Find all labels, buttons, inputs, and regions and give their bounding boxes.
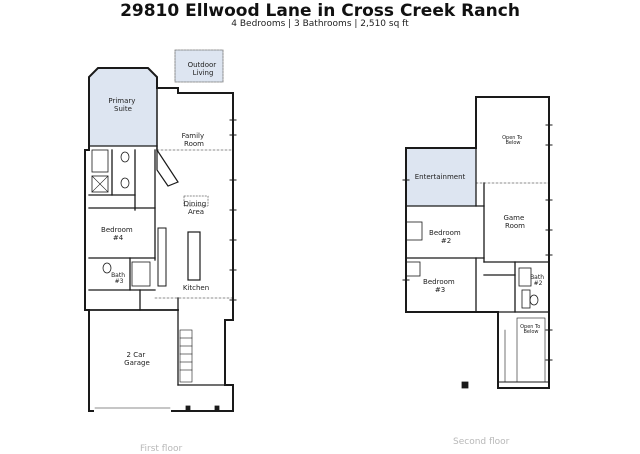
- bedroom4-label: Bedroom #4: [101, 226, 135, 242]
- outdoor-living-fill: [175, 50, 223, 82]
- open-to-below-stair-label: Open To Below: [520, 324, 542, 335]
- bath3-label: Bath #3: [111, 272, 127, 285]
- first-floor-interior-walls: [88, 145, 234, 386]
- primary-suite-label: Primary Suite: [108, 97, 137, 113]
- second-floor-windows: [402, 124, 553, 361]
- bedroom3-label: Bedroom #3: [423, 278, 457, 294]
- page-title: 29810 Ellwood Lane in Cross Creek Ranch: [120, 1, 520, 21]
- first-floor-caption: First floor: [140, 444, 183, 454]
- game-room-label: Game Room: [503, 214, 526, 230]
- first-floor-plan: [84, 49, 237, 412]
- primary-suite-fill: [89, 68, 157, 146]
- first-floor-labels: Outdoor Living Primary Suite Family Room…: [101, 61, 219, 367]
- bath2-label: Bath #2: [530, 274, 546, 287]
- bedroom2-label: Bedroom #2: [429, 229, 463, 245]
- entertainment-label: Entertainment: [415, 173, 466, 181]
- second-floor-interior-walls: [405, 147, 550, 313]
- garage-label: 2 Car Garage: [124, 351, 150, 367]
- entertainment-fill: [406, 148, 476, 206]
- first-floor-stairs: [179, 329, 193, 383]
- kitchen-island: [187, 231, 201, 281]
- second-floor-plan: [402, 96, 553, 389]
- dining-area-label: Dining Area: [184, 200, 209, 216]
- page-subtitle: 4 Bedrooms | 3 Bathrooms | 2,510 sq ft: [231, 19, 409, 29]
- family-room-label: Family Room: [182, 132, 207, 148]
- first-floor-windows: [229, 119, 237, 301]
- second-floor-labels: Open To Below Entertainment Bedroom #2 G…: [415, 135, 546, 335]
- outdoor-living-label: Outdoor Living: [188, 61, 219, 77]
- second-floor-exterior-wall: [405, 96, 550, 389]
- second-floor-caption: Second floor: [453, 437, 510, 447]
- open-to-below-top-label: Open To Below: [502, 135, 524, 146]
- kitchen-label: Kitchen: [183, 284, 209, 292]
